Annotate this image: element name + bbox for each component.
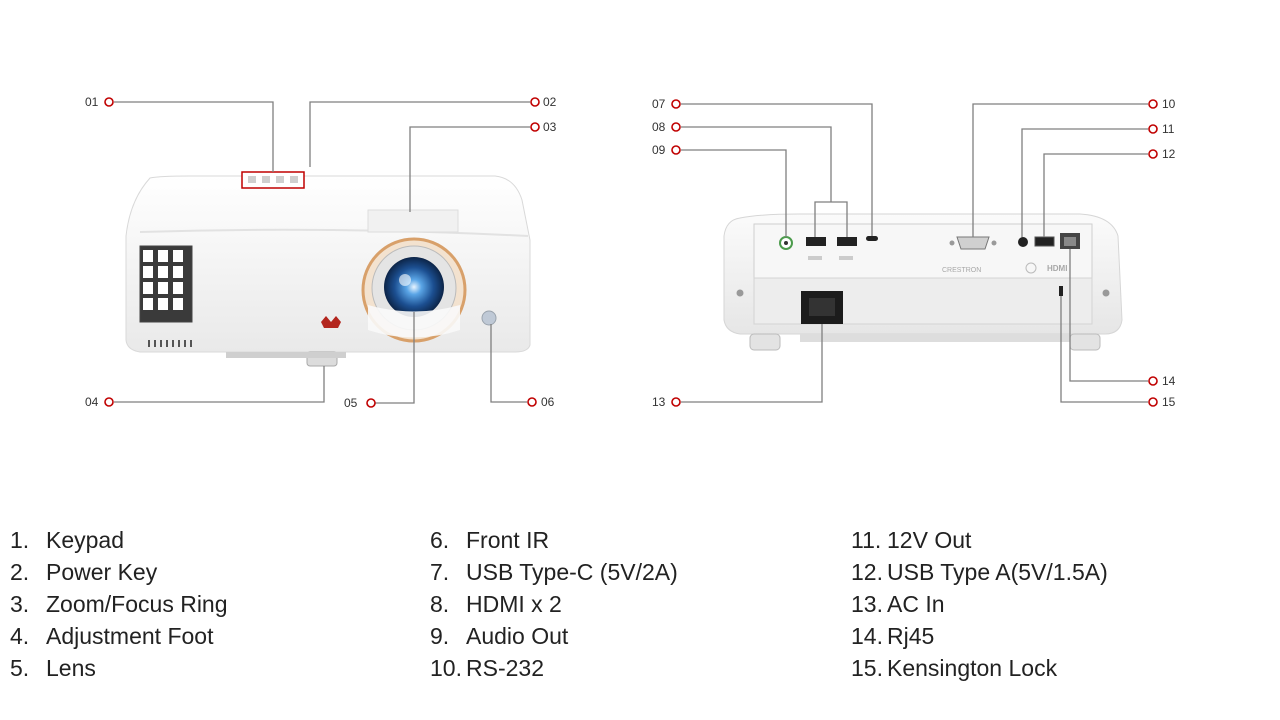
- callout-11: 11: [1162, 122, 1175, 136]
- legend-label: Kensington Lock: [887, 655, 1058, 681]
- callout-05: 05: [344, 396, 358, 410]
- legend-label: RS-232: [466, 655, 544, 681]
- legend-item: 13.AC In: [851, 588, 1108, 620]
- hdmi-port-2: [837, 237, 857, 246]
- crestron-label: CRESTRON: [942, 267, 981, 274]
- legend-label: USB Type-C (5V/2A): [466, 559, 678, 585]
- usb-a-port: [1034, 236, 1055, 247]
- legend-item: 10.RS-232: [430, 652, 678, 684]
- 12v-out-port: [1018, 237, 1028, 247]
- callout-06: 06: [541, 395, 555, 409]
- legend-item: 12.USB Type A(5V/1.5A): [851, 556, 1108, 588]
- legend-label: Rj45: [887, 623, 935, 649]
- legend-label: 12V Out: [887, 527, 972, 553]
- legend-label: HDMI x 2: [466, 591, 562, 617]
- legend-label: Audio Out: [466, 623, 569, 649]
- legend-item: 9.Audio Out: [430, 620, 678, 652]
- kensington-slot: [1059, 286, 1063, 296]
- lens-assembly: [361, 237, 467, 343]
- hdmi-label: HDMI: [1047, 264, 1067, 273]
- callout-labels: 01 02 03 04 05 06 07 08 09 10 11 12 13 1…: [85, 95, 1176, 410]
- legend-item: 5.Lens: [10, 652, 228, 684]
- legend-label: Front IR: [466, 527, 550, 553]
- callout-dots: [104, 97, 1158, 408]
- legend-label: Power Key: [46, 559, 158, 585]
- legend-column-2: 6.Front IR 7.USB Type-C (5V/2A) 8.HDMI x…: [430, 524, 678, 684]
- legend-item: 2.Power Key: [10, 556, 228, 588]
- callout-15: 15: [1162, 395, 1176, 409]
- projector-diagram: CRESTRON HDMI: [85, 95, 1176, 410]
- callout-13: 13: [652, 395, 666, 409]
- callout-10: 10: [1162, 97, 1176, 111]
- callout-12: 12: [1162, 147, 1176, 161]
- legend-label: Lens: [46, 655, 96, 681]
- brand-logo-mark: [321, 316, 341, 328]
- callout-02: 02: [543, 95, 557, 109]
- usb-c-port: [866, 236, 878, 241]
- callout-08: 08: [652, 120, 666, 134]
- callout-01: 01: [85, 95, 99, 109]
- callout-04: 04: [85, 395, 99, 409]
- legend-label: USB Type A(5V/1.5A): [887, 559, 1108, 585]
- legend-label: Adjustment Foot: [46, 623, 214, 649]
- legend-column-1: 1.Keypad 2.Power Key 3.Zoom/Focus Ring 4…: [10, 524, 228, 684]
- legend-item: 6.Front IR: [430, 524, 678, 556]
- callout-07: 07: [652, 97, 666, 111]
- callout-09: 09: [652, 143, 666, 157]
- legend-label: Zoom/Focus Ring: [46, 591, 228, 617]
- legend-label: Keypad: [46, 527, 125, 553]
- front-ir-sensor: [481, 310, 497, 326]
- hdmi-port-1: [806, 237, 826, 246]
- legend-label: AC In: [887, 591, 945, 617]
- legend-column-3: 11.12V Out 12.USB Type A(5V/1.5A) 13.AC …: [851, 524, 1108, 684]
- front-vent-grille: [139, 245, 193, 323]
- legend-item: 3.Zoom/Focus Ring: [10, 588, 228, 620]
- callout-14: 14: [1162, 374, 1176, 388]
- rs232-port: [956, 236, 990, 250]
- callout-03: 03: [543, 120, 557, 134]
- legend-item: 1.Keypad: [10, 524, 228, 556]
- legend-item: 4.Adjustment Foot: [10, 620, 228, 652]
- legend-item: 15.Kensington Lock: [851, 652, 1108, 684]
- legend-item: 14.Rj45: [851, 620, 1108, 652]
- legend-item: 7.USB Type-C (5V/2A): [430, 556, 678, 588]
- legend-item: 11.12V Out: [851, 524, 1108, 556]
- front-projector-image: [125, 171, 531, 367]
- legend-item: 8.HDMI x 2: [430, 588, 678, 620]
- leader-lines: [114, 101, 1148, 404]
- rear-projector-image: CRESTRON HDMI: [723, 213, 1123, 351]
